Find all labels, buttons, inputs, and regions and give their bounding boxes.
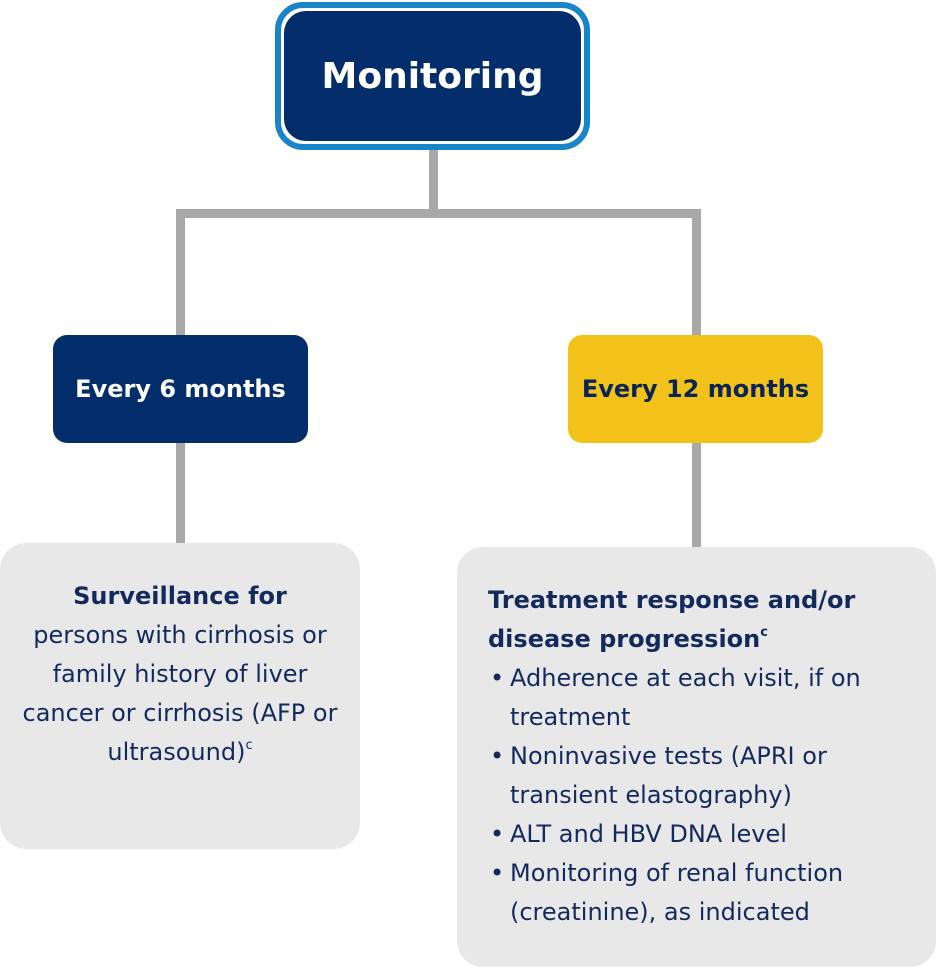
every-12-months-node: Every 12 months xyxy=(568,335,823,443)
bullet-icon: • xyxy=(490,820,505,848)
list-item: •ALT and HBV DNA level xyxy=(488,815,926,854)
bullet-icon: • xyxy=(490,859,505,887)
bullet-icon: • xyxy=(490,664,505,692)
treatment-response-heading-text: Treatment response and/or disease progre… xyxy=(488,586,856,653)
treatment-response-detail-box: Treatment response and/or disease progre… xyxy=(457,547,936,967)
every-6-months-label: Every 6 months xyxy=(75,375,286,403)
connector-right-to-detail xyxy=(692,441,701,549)
monitoring-title: Monitoring xyxy=(284,11,581,141)
surveillance-body: persons with cirrhosis or family history… xyxy=(12,616,348,772)
list-item-text: Noninvasive tests (APRI or transient ela… xyxy=(510,742,827,809)
surveillance-body-text: persons with cirrhosis or family history… xyxy=(22,621,338,766)
monitoring-root-node: Monitoring xyxy=(275,2,590,150)
bullet-icon: • xyxy=(490,742,505,770)
surveillance-heading: Surveillance for xyxy=(73,582,287,610)
treatment-response-heading: Treatment response and/or disease progre… xyxy=(488,581,926,659)
list-item-text: Adherence at each visit, if on treatment xyxy=(510,664,861,731)
list-item-text: ALT and HBV DNA level xyxy=(510,820,787,848)
every-6-months-node: Every 6 months xyxy=(53,335,308,443)
treatment-response-footnote: c xyxy=(760,625,768,640)
connector-horizontal-bar xyxy=(176,209,701,218)
every-12-months-label: Every 12 months xyxy=(581,375,810,403)
list-item: •Adherence at each visit, if on treatmen… xyxy=(488,659,926,737)
connector-right-drop xyxy=(692,209,701,337)
treatment-response-list: •Adherence at each visit, if on treatmen… xyxy=(488,659,926,932)
connector-left-to-detail xyxy=(176,441,185,545)
surveillance-footnote: c xyxy=(245,738,253,753)
list-item-text: Monitoring of renal function (creatinine… xyxy=(510,859,844,926)
surveillance-detail-box: Surveillance for persons with cirrhosis … xyxy=(0,543,360,849)
list-item: •Noninvasive tests (APRI or transient el… xyxy=(488,737,926,815)
list-item: •Monitoring of renal function (creatinin… xyxy=(488,854,926,932)
connector-root-stem xyxy=(429,150,438,213)
connector-left-drop xyxy=(176,209,185,337)
